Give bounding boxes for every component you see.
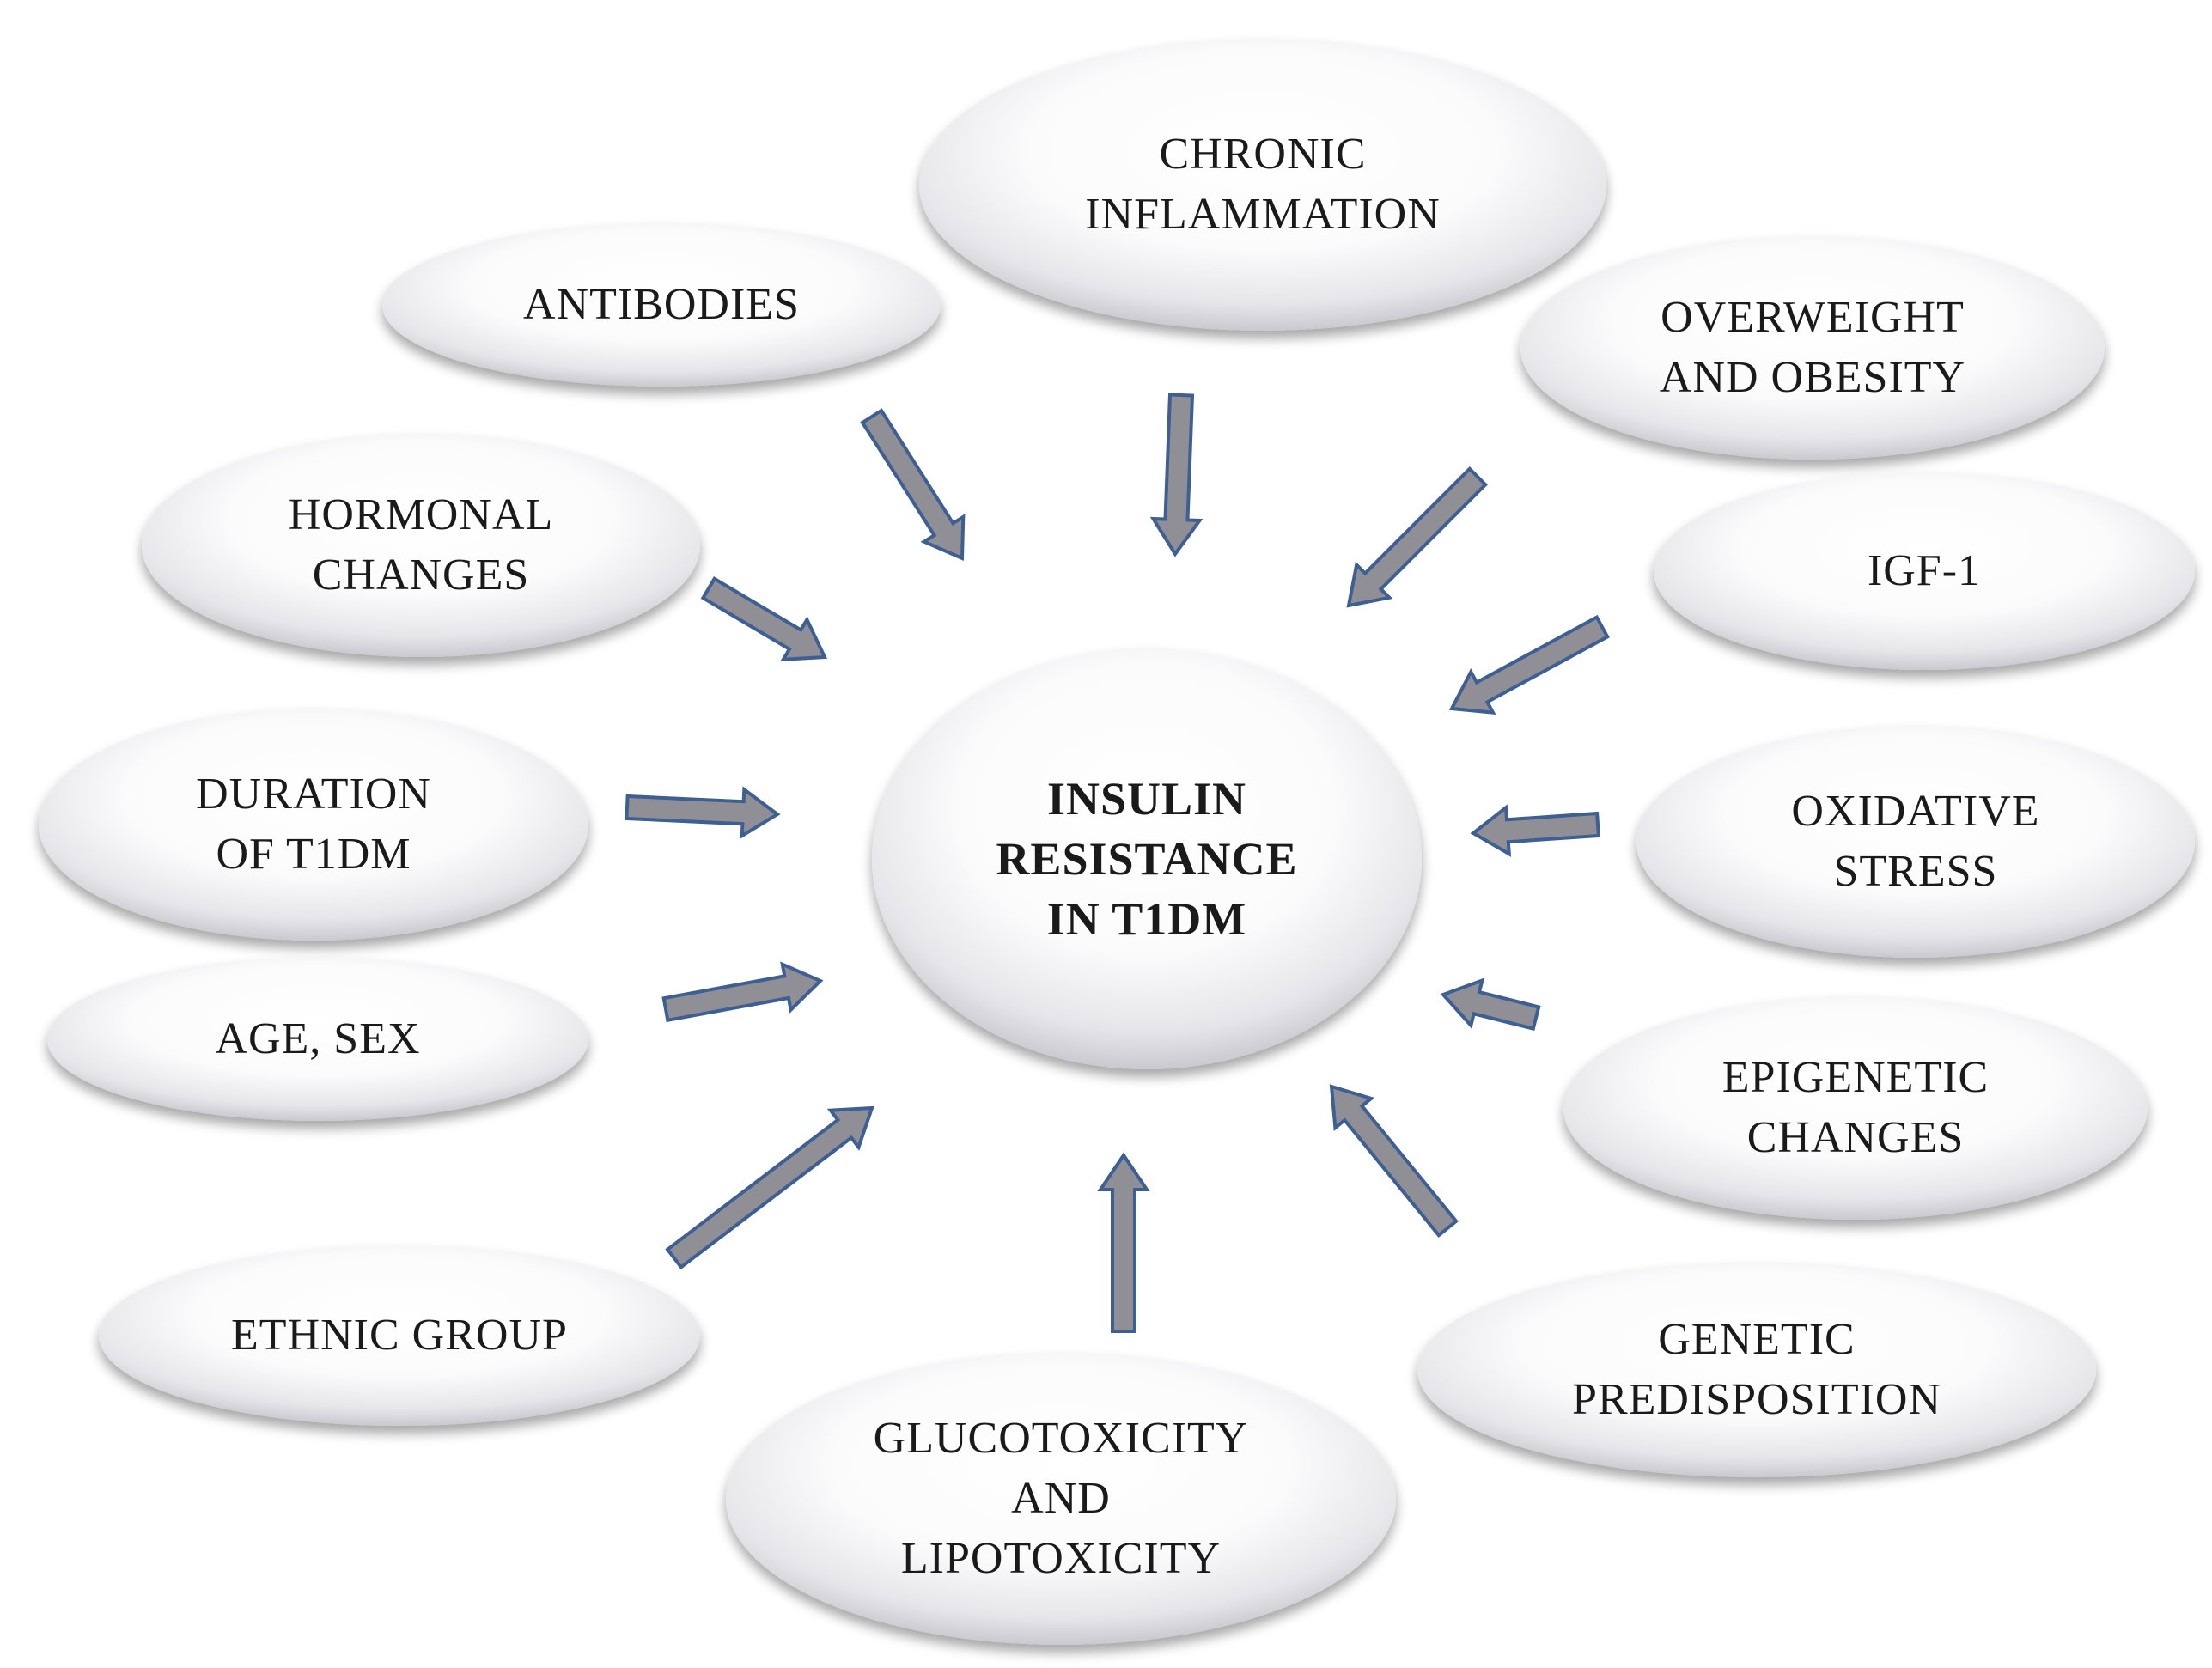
oxidative-stress-arrow	[1470, 804, 1601, 857]
ethnic-group-ellipse	[99, 1245, 700, 1426]
age-sex-arrow	[661, 961, 824, 1023]
antibodies-arrow	[860, 408, 966, 562]
chronic-inflammation-label: CHRONIC INFLAMMATION	[1085, 130, 1441, 239]
igf-1-ellipse	[1654, 472, 2195, 670]
duration-t1dm-ellipse	[39, 709, 588, 941]
center-label: INSULIN RESISTANCE IN T1DM	[996, 773, 1298, 945]
overweight-obesity-label: OVERWEIGHT AND OBESITY	[1659, 293, 1966, 402]
igf-1-label: IGF-1	[1867, 546, 1982, 595]
oxidative-stress-ellipse	[1636, 726, 2195, 958]
antibodies-label: ANTIBODIES	[523, 280, 800, 329]
glucotoxicity-lipotoxicity-ellipse	[726, 1353, 1396, 1645]
genetic-predisposition-label: GENETIC PREDISPOSITION	[1571, 1315, 1942, 1424]
antibodies-ellipse	[382, 223, 941, 387]
igf-1-arrow	[1448, 614, 1610, 715]
glucotoxicity-lipotoxicity-arrow	[1097, 1152, 1150, 1333]
hormonal-changes-label: HORMONAL CHANGES	[288, 490, 554, 600]
duration-t1dm-label: DURATION OF T1DM	[196, 770, 431, 879]
genetic-predisposition-ellipse	[1417, 1263, 2096, 1477]
epigenetic-changes-ellipse	[1563, 996, 2148, 1220]
hormonal-changes-ellipse	[142, 434, 700, 657]
ethnic-group-arrow	[665, 1105, 874, 1270]
epigenetic-changes-arrow	[1440, 977, 1541, 1032]
overweight-obesity-ellipse	[1520, 236, 2105, 460]
ethnic-group-label: ETHNIC GROUP	[231, 1311, 568, 1360]
epigenetic-changes-label: EPIGENETIC CHANGES	[1721, 1053, 1990, 1162]
overweight-obesity-arrow	[1346, 466, 1489, 608]
age-sex-ellipse	[47, 958, 588, 1121]
chronic-inflammation-arrow	[1149, 393, 1203, 557]
genetic-predisposition-arrow	[1329, 1084, 1459, 1239]
hormonal-changes-arrow	[700, 576, 828, 662]
glucotoxicity-lipotoxicity-label: GLUCOTOXICITY AND LIPOTOXICITY	[873, 1414, 1249, 1583]
age-sex-label: AGE, SEX	[215, 1014, 421, 1063]
duration-t1dm-arrow	[625, 786, 781, 839]
chronic-inflammation-ellipse	[919, 39, 1606, 331]
oxidative-stress-label: OXIDATIVE STRESS	[1791, 787, 2040, 896]
center-ellipse	[872, 648, 1422, 1069]
